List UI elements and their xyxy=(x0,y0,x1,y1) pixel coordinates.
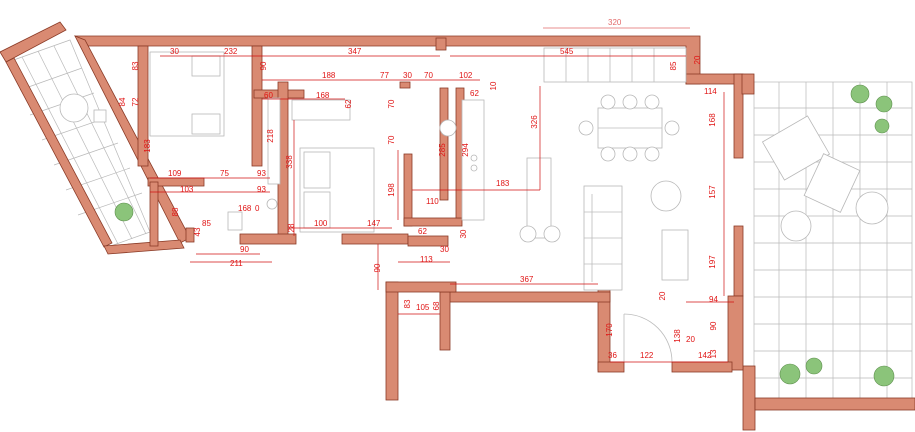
dimension-label: 188 xyxy=(322,71,336,80)
dimension-label: 93 xyxy=(257,185,266,194)
dimension-label: 30 xyxy=(459,229,468,238)
dimension-label: 100 xyxy=(314,219,328,228)
dimension-label: 70 xyxy=(387,99,396,108)
terrace-right-tiles xyxy=(753,81,913,405)
dimension-label: 320 xyxy=(608,18,622,27)
dimension-label: 110 xyxy=(426,197,439,206)
dimension-label: 77 xyxy=(380,71,389,80)
dimension-label: 232 xyxy=(224,47,238,56)
dimension-label: 30 xyxy=(440,245,449,254)
dimension-label: 60 xyxy=(264,91,273,100)
dimension-label: 62 xyxy=(344,99,353,108)
dimension-label: 545 xyxy=(560,47,574,56)
plant-icon xyxy=(779,357,823,385)
dimension-label: 70 xyxy=(387,135,396,144)
dimension-label: 142 xyxy=(698,351,712,360)
dimension-label: 367 xyxy=(520,275,534,284)
dimension-label: 28 xyxy=(287,223,296,232)
dimension-label: 109 xyxy=(168,169,182,178)
dimension-label: 103 xyxy=(180,185,194,194)
dimension-label: 347 xyxy=(348,47,362,56)
dimension-label: 211 xyxy=(230,259,243,268)
dimension-label: 113 xyxy=(420,255,433,264)
dimension-label: 102 xyxy=(459,71,473,80)
dimension-label: 30 xyxy=(170,47,179,56)
dimension-label: 30 xyxy=(403,71,412,80)
dimension-label: 93 xyxy=(257,169,266,178)
dimension-label: 90 xyxy=(240,245,249,254)
plants xyxy=(114,84,895,387)
walls xyxy=(0,21,915,431)
dimension-label: 83 xyxy=(131,61,140,70)
dimension-label: 326 xyxy=(530,115,539,129)
dimension-label: 0 xyxy=(255,204,260,213)
dimension-label: 36 xyxy=(608,351,617,360)
plant-icon xyxy=(114,202,134,222)
dimension-label: 183 xyxy=(496,179,510,188)
plant-icon xyxy=(850,84,893,134)
dimension-label: 147 xyxy=(367,219,381,228)
dimension-label: 168 xyxy=(316,91,330,100)
dimension-lines xyxy=(150,27,734,363)
dimension-label: 68 xyxy=(432,301,441,310)
dimension-label: 90 xyxy=(373,263,382,272)
dimension-label: 168 xyxy=(708,113,717,127)
dimension-label: 83 xyxy=(403,299,412,308)
dimension-label: 20 xyxy=(693,55,702,64)
dimension-label: 75 xyxy=(220,169,229,178)
dimension-label: 62 xyxy=(470,89,479,98)
dimension-label: 168 xyxy=(238,204,252,213)
dimension-label: 43 xyxy=(193,227,202,236)
dimension-label: 218 xyxy=(266,129,275,143)
dimension-label: 122 xyxy=(640,351,654,360)
dimension-label: 138 xyxy=(673,329,682,343)
dimension-label: 285 xyxy=(438,143,447,157)
dimension-label: 157 xyxy=(708,185,717,199)
dimension-label: 72 xyxy=(131,97,140,106)
dimension-label: 88 xyxy=(171,207,180,216)
dimension-label: 20 xyxy=(658,291,667,300)
dimension-label: 90 xyxy=(259,61,268,70)
dimension-label: 85 xyxy=(202,219,211,228)
dimension-label: 170 xyxy=(605,323,614,337)
dimension-label: 90 xyxy=(709,321,718,330)
dimension-label: 294 xyxy=(461,143,470,157)
dimension-label: 94 xyxy=(709,295,718,304)
dimension-label: 198 xyxy=(387,183,396,197)
furniture xyxy=(59,47,889,363)
dimension-label: 338 xyxy=(285,155,294,169)
plant-icon xyxy=(873,365,895,387)
dimension-label: 114 xyxy=(704,87,717,96)
dimension-label: 183 xyxy=(143,139,152,153)
dimension-label: 105 xyxy=(416,303,430,312)
dimension-label: 84 xyxy=(118,97,127,106)
dimension-label: 62 xyxy=(418,227,427,236)
dimension-label: 13 xyxy=(709,349,718,358)
dimension-label: 10 xyxy=(489,81,498,90)
dimension-label: 197 xyxy=(708,255,717,269)
dimension-label: 70 xyxy=(424,71,433,80)
dimension-labels: 320 30 232 347 545 83 90 85 20 188 77 30… xyxy=(118,18,718,360)
dimension-label: 85 xyxy=(669,61,678,70)
dimension-label: 20 xyxy=(686,335,695,344)
